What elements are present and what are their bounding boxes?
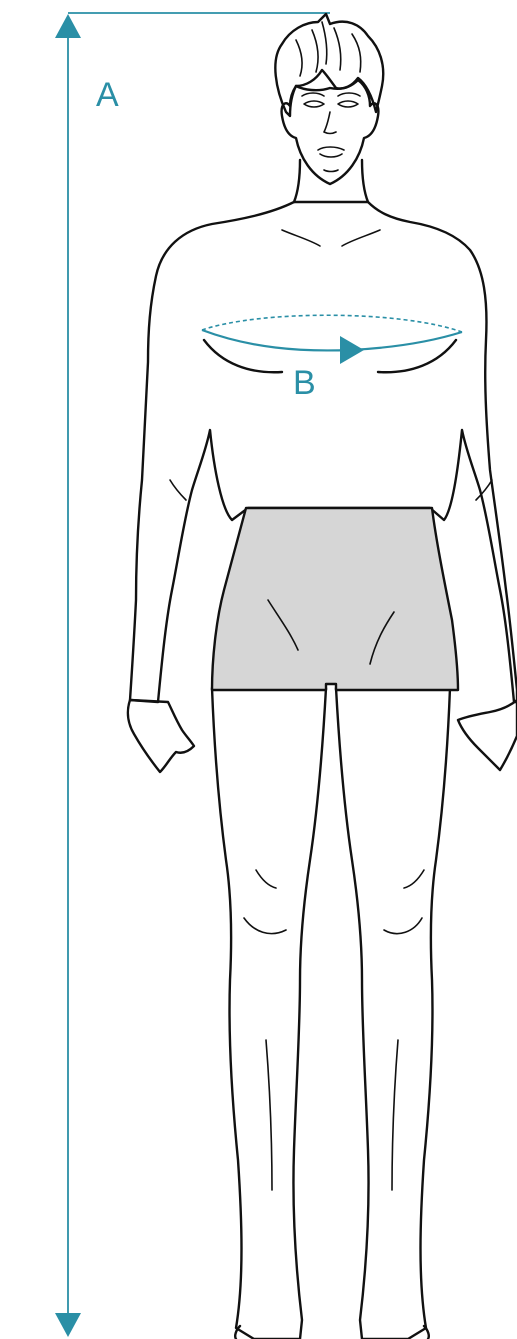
chest-measure bbox=[202, 315, 462, 364]
chest-front-line bbox=[202, 330, 462, 350]
legs-outline bbox=[212, 688, 326, 1339]
head bbox=[282, 80, 379, 184]
human-figure bbox=[128, 14, 517, 1339]
left-hand bbox=[128, 700, 194, 772]
right-hand bbox=[458, 700, 517, 770]
height-arrow-up-icon bbox=[55, 14, 81, 38]
shorts bbox=[212, 508, 458, 690]
chest-back-dashed-line bbox=[202, 315, 462, 332]
chest-arrow-right-icon bbox=[340, 336, 364, 364]
height-label: A bbox=[96, 78, 119, 112]
height-arrow-down-icon bbox=[55, 1313, 81, 1337]
chest-label: B bbox=[293, 366, 316, 400]
